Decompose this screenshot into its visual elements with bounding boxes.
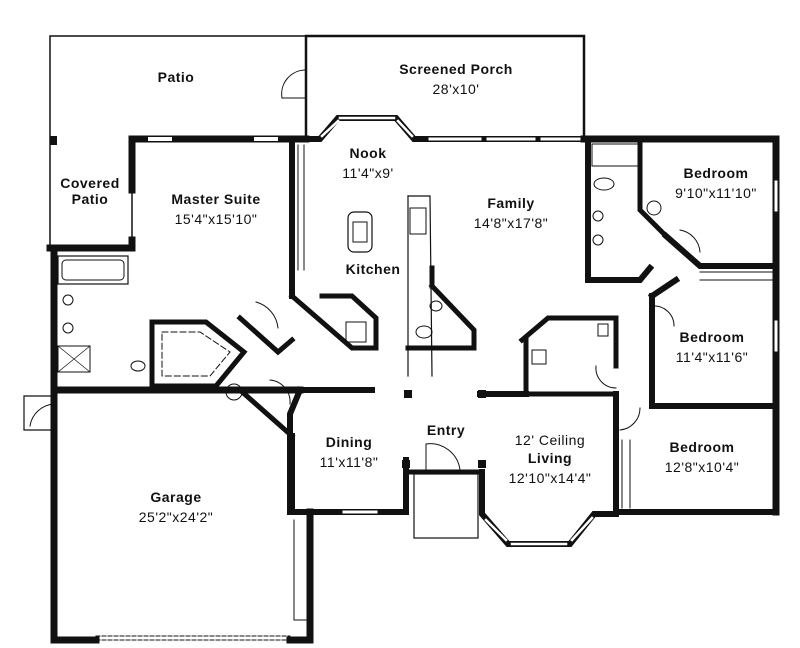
garage-dim: 25'2"x24'2" bbox=[138, 509, 214, 525]
family-dim: 14'8"x17'8" bbox=[473, 215, 549, 231]
nook-name: Nook bbox=[349, 145, 387, 161]
dining-dim: 11'x11'8" bbox=[319, 454, 379, 470]
master-suite-name: Master Suite bbox=[171, 191, 261, 207]
master-closet bbox=[149, 319, 248, 389]
kitchen-name: Kitchen bbox=[345, 261, 401, 277]
screened-porch-dim: 28'x10' bbox=[432, 81, 480, 97]
dining-name: Dining bbox=[325, 434, 373, 450]
pantry-walls bbox=[288, 292, 379, 351]
nook-dim: 11'4"x9' bbox=[342, 165, 394, 181]
covered-patio-label: Covered Patio bbox=[60, 176, 120, 206]
master-suite-label: Master Suite 15'4"x15'10" bbox=[171, 192, 260, 226]
cooktop-island bbox=[347, 211, 373, 253]
entry-label: Entry bbox=[427, 423, 465, 439]
kitchen-peninsula bbox=[407, 195, 433, 377]
entry-name: Entry bbox=[426, 422, 466, 438]
hall-bath-walls bbox=[585, 136, 655, 283]
bedroom-3-dim: 12'8"x10'4" bbox=[664, 459, 740, 475]
bedroom2-walls bbox=[647, 275, 779, 409]
screened-porch-outline bbox=[304, 34, 586, 138]
master-bath-walls bbox=[46, 244, 304, 394]
bedroom-1-dim: 9'10"x11'10" bbox=[675, 185, 757, 201]
bedroom-1-name: Bedroom bbox=[683, 165, 749, 181]
living-dim: 12'10"x14'4" bbox=[508, 470, 592, 486]
garage-label: Garage 25'2"x24'2" bbox=[139, 490, 214, 524]
living-ceiling-note: 12' Ceiling bbox=[514, 432, 586, 448]
bedroom-2-label: Bedroom 11'4"x11'6" bbox=[676, 330, 748, 364]
family-label: Family 14'8"x17'8" bbox=[474, 196, 549, 230]
laundry-walls bbox=[518, 315, 619, 369]
kitchen-label: Kitchen bbox=[346, 262, 401, 278]
living-label: 12' Ceiling Living 12'10"x14'4" bbox=[509, 433, 592, 485]
master-suite-dim: 15'4"x15'10" bbox=[174, 211, 258, 227]
garage-walls bbox=[50, 386, 314, 644]
nook-label: Nook 11'4"x9' bbox=[342, 146, 393, 180]
covered-patio-name-line1: Covered bbox=[60, 175, 120, 191]
bedroom-3-name: Bedroom bbox=[669, 439, 735, 455]
bedroom-2-dim: 11'4"x11'6" bbox=[675, 349, 749, 365]
nook-bay bbox=[303, 115, 587, 142]
covered-patio-name-line2: Patio bbox=[71, 191, 109, 207]
dining-label: Dining 11'x11'8" bbox=[320, 435, 379, 469]
bedroom-2-name: Bedroom bbox=[679, 329, 745, 345]
living-name: Living bbox=[527, 450, 573, 466]
garage-name: Garage bbox=[150, 489, 202, 505]
patio-name: Patio bbox=[157, 69, 195, 85]
bedroom-1-label: Bedroom 9'10"x11'10" bbox=[675, 166, 757, 200]
bedroom-3-label: Bedroom 12'8"x10'4" bbox=[665, 440, 740, 474]
entry-stoop bbox=[413, 473, 479, 539]
screened-porch-name: Screened Porch bbox=[399, 61, 513, 77]
screened-porch-label: Screened Porch 28'x10' bbox=[399, 62, 513, 96]
family-name: Family bbox=[487, 195, 535, 211]
patio-label: Patio bbox=[158, 70, 195, 86]
powder-room bbox=[405, 282, 477, 351]
